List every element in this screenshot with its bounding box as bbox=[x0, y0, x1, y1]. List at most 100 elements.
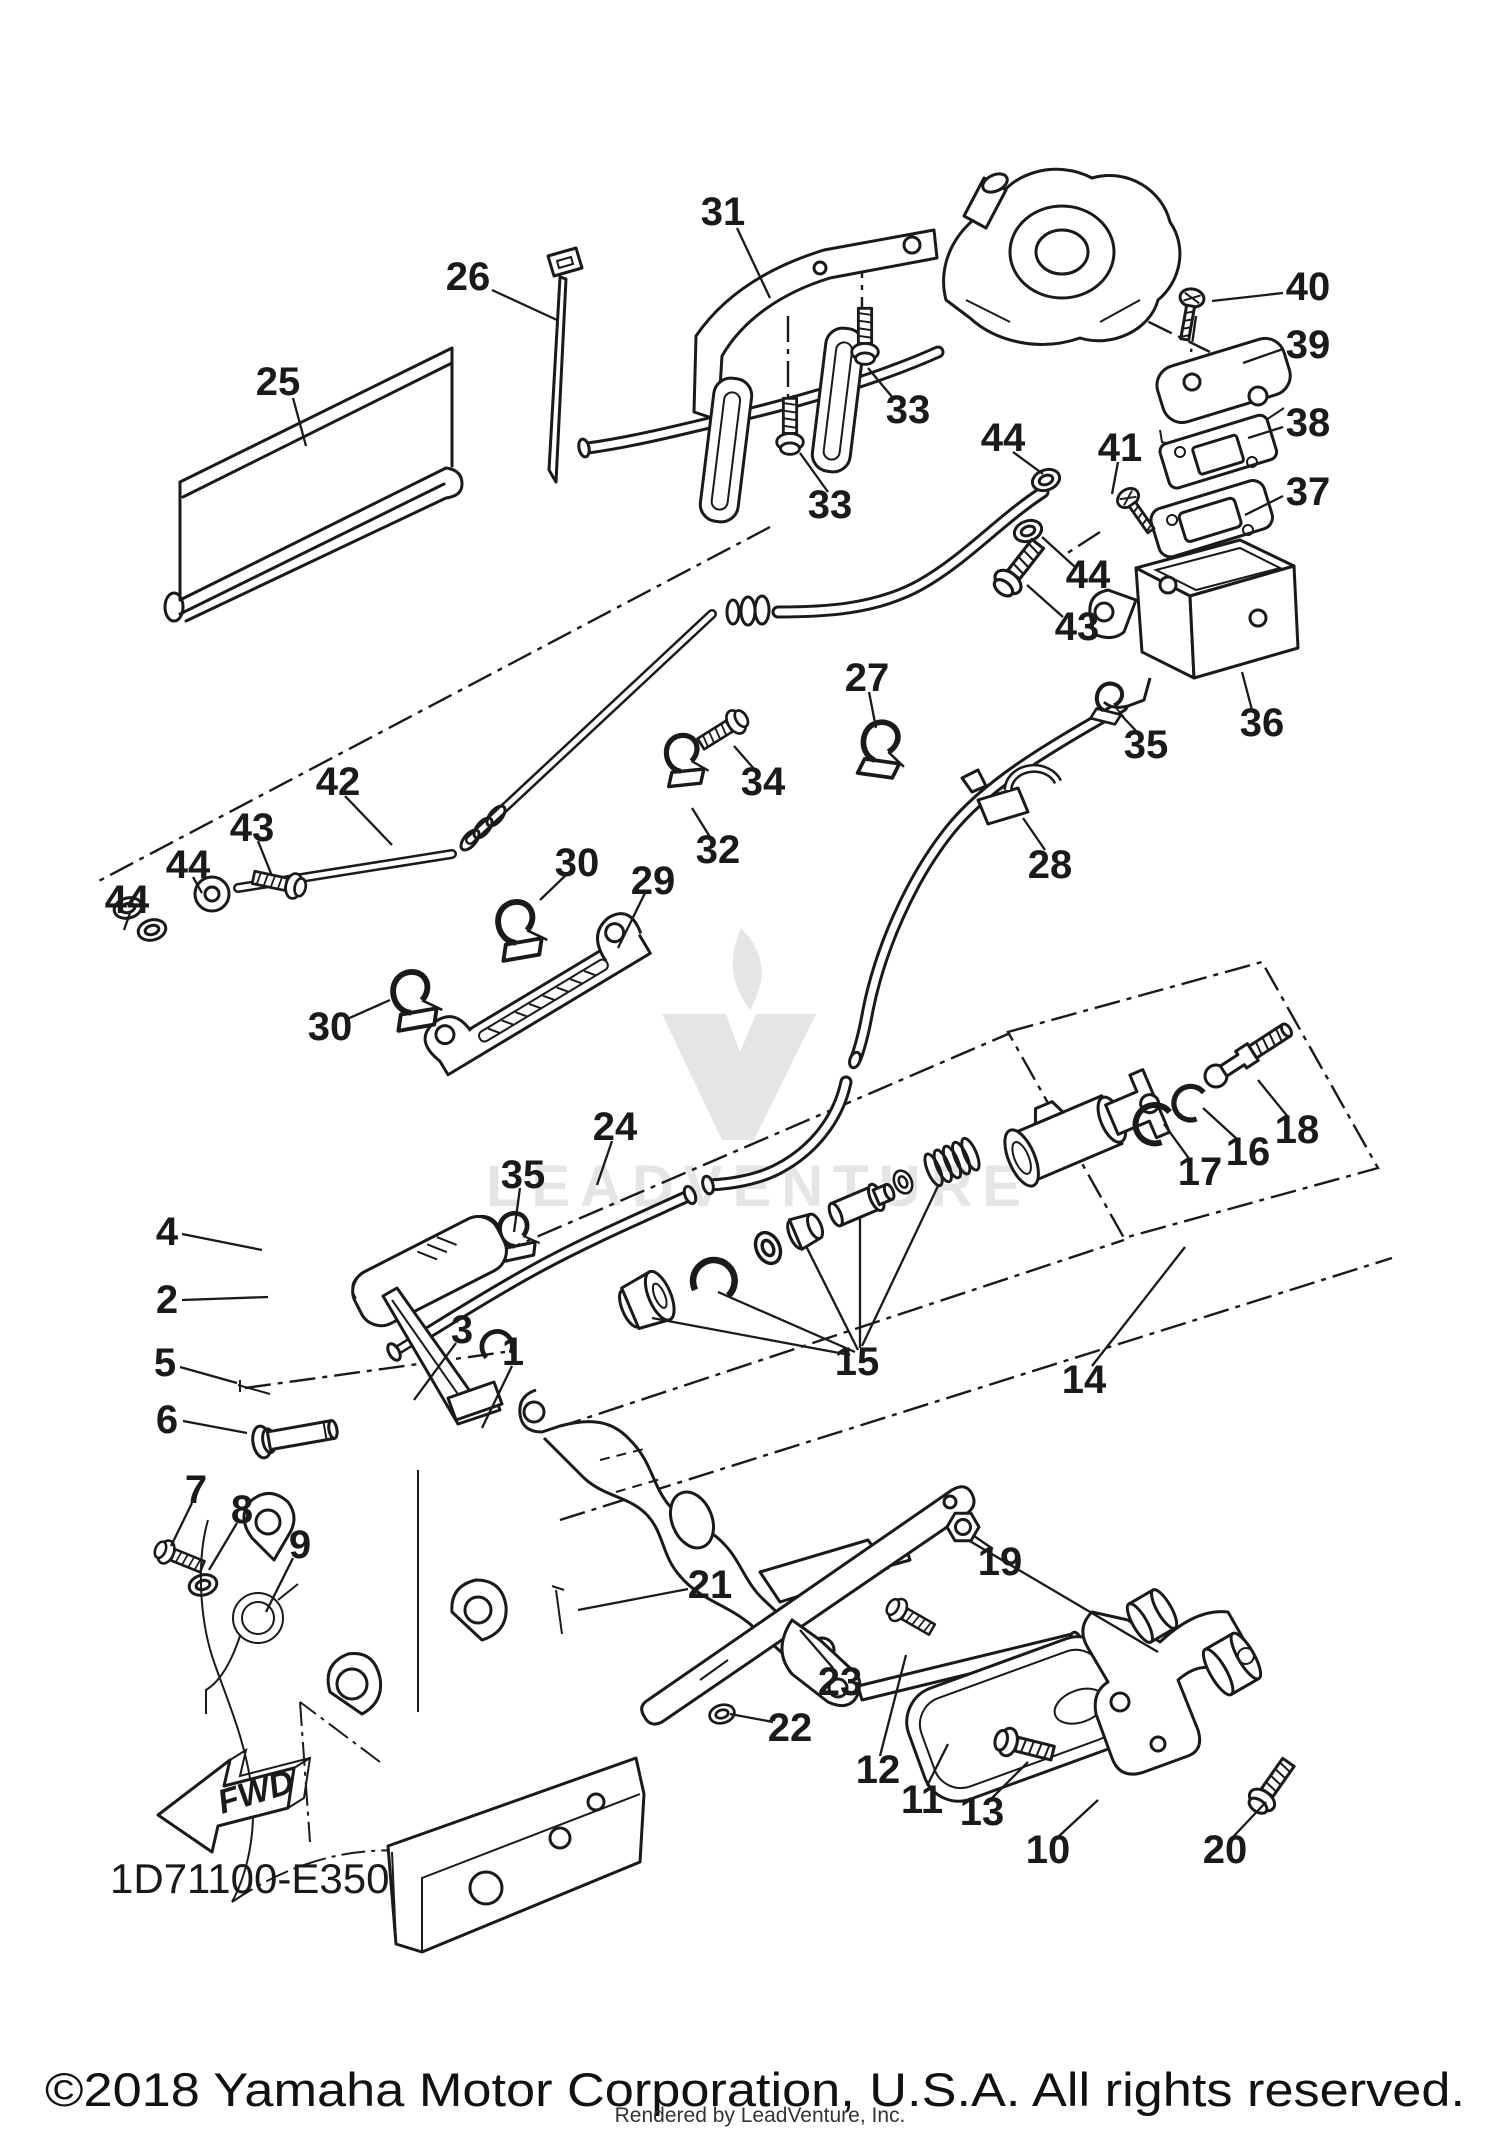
leader-line bbox=[1110, 461, 1120, 495]
leader-line bbox=[208, 1522, 238, 1571]
callout-29-label: 29 bbox=[631, 859, 676, 903]
part-14-master-cylinder-body bbox=[1003, 1068, 1171, 1188]
callout-20-label: 20 bbox=[1203, 1828, 1248, 1872]
leader-line bbox=[595, 1140, 614, 1186]
part-30-clamp bbox=[389, 968, 445, 1031]
frame-bracket bbox=[199, 1492, 646, 1954]
leader-line bbox=[799, 1629, 834, 1669]
callout-33-label: 33 bbox=[808, 483, 853, 527]
callout-14-label: 14 bbox=[1062, 1358, 1107, 1402]
leader-line bbox=[182, 1419, 248, 1435]
callout-11-label: 11 bbox=[901, 1778, 943, 1822]
leader-line bbox=[256, 840, 274, 877]
leader-line bbox=[169, 1502, 194, 1547]
leader-line bbox=[1163, 1123, 1191, 1161]
leader-line bbox=[344, 998, 391, 1022]
callout-35-label: 35 bbox=[501, 1153, 546, 1197]
callout-16-label: 16 bbox=[1226, 1130, 1271, 1174]
part-43-union-bolt bbox=[249, 863, 310, 903]
leader-lines-layer bbox=[122, 227, 1289, 1838]
part-5-pin bbox=[237, 1380, 271, 1395]
part-9-spring bbox=[205, 1583, 299, 1714]
callout-19-label: 19 bbox=[978, 1540, 1023, 1584]
callout-1-label: 1 bbox=[502, 1330, 524, 1374]
part-31-hose-holder bbox=[692, 228, 939, 524]
part-1-pedal-lever bbox=[518, 1388, 912, 1664]
leader-line bbox=[577, 1587, 689, 1612]
part-6-clevis-pin bbox=[251, 1419, 339, 1460]
callout-5-label: 5 bbox=[154, 1341, 176, 1385]
callout-28-label: 28 bbox=[1028, 843, 1073, 887]
part-25-protector-sheet bbox=[163, 346, 464, 623]
callout-17-label: 17 bbox=[1178, 1150, 1223, 1194]
part-28-clamp bbox=[960, 763, 1063, 826]
leader-line bbox=[973, 1535, 994, 1550]
leader-line bbox=[1244, 494, 1284, 517]
leader-line bbox=[735, 227, 772, 299]
callout-33-label: 33 bbox=[886, 388, 931, 432]
callout-4-label: 4 bbox=[156, 1210, 179, 1254]
leader-line bbox=[733, 745, 756, 771]
part-44-washer bbox=[1027, 464, 1065, 496]
callout-21-label: 21 bbox=[688, 1563, 733, 1607]
part-16-clip bbox=[1170, 1083, 1204, 1122]
part-7-bolt bbox=[150, 1535, 208, 1579]
callout-36-label: 36 bbox=[1240, 701, 1285, 745]
leader-line bbox=[1247, 425, 1284, 440]
callout-41-label: 41 bbox=[1098, 426, 1143, 470]
leader-line bbox=[512, 1187, 522, 1233]
part-34-bolt bbox=[692, 703, 754, 756]
callout-8-label: 8 bbox=[231, 1488, 253, 1532]
callout-26-label: 26 bbox=[446, 255, 491, 299]
part-38-diaphragm-plate bbox=[1158, 413, 1279, 490]
leader-line bbox=[181, 1232, 263, 1252]
leader-line bbox=[1022, 817, 1046, 851]
callout-25-label: 25 bbox=[256, 360, 301, 404]
part-29-hose-bracket bbox=[423, 912, 652, 1077]
part-37-diaphragm bbox=[1149, 478, 1274, 559]
callout-39-label: 39 bbox=[1286, 323, 1331, 367]
banjo-eyelet bbox=[193, 875, 231, 913]
leader-line bbox=[1012, 451, 1044, 475]
leader-line bbox=[799, 452, 829, 493]
leader-line bbox=[291, 397, 308, 447]
part-36-reservoir-tank bbox=[1088, 538, 1300, 709]
part-26-cable-tie bbox=[546, 246, 584, 484]
callout-12-label: 12 bbox=[856, 1748, 901, 1792]
leader-line bbox=[867, 367, 894, 399]
leader-line bbox=[1057, 1799, 1099, 1838]
reservoir-hose bbox=[701, 699, 1129, 1196]
part-18-push-rod bbox=[1203, 1022, 1294, 1089]
part-2-pedal-arm bbox=[381, 1286, 504, 1426]
leader-line bbox=[717, 1290, 856, 1354]
leader-line bbox=[264, 1557, 295, 1613]
callout-43-label: 43 bbox=[230, 806, 275, 850]
leader-line bbox=[967, 1539, 1159, 1653]
leader-line bbox=[860, 1185, 940, 1347]
leader-line bbox=[413, 1342, 457, 1401]
leader-line bbox=[804, 1245, 860, 1351]
part-15-cylinder-kit bbox=[618, 1136, 981, 1331]
callout-24-label: 24 bbox=[593, 1105, 638, 1149]
fwd-arrow: FWD bbox=[156, 1747, 312, 1854]
leader-line bbox=[1242, 347, 1284, 365]
callout-32-label: 32 bbox=[696, 828, 741, 872]
callout-43-label: 43 bbox=[1055, 605, 1100, 649]
leader-line bbox=[181, 1295, 269, 1302]
part-21-pin bbox=[551, 1585, 565, 1635]
leader-line bbox=[1202, 1107, 1239, 1141]
part-12-bolt bbox=[881, 1592, 940, 1642]
leader-line bbox=[651, 1316, 851, 1357]
callout-40-label: 40 bbox=[1286, 265, 1331, 309]
leader-line bbox=[878, 1654, 908, 1757]
leader-line bbox=[1091, 1246, 1186, 1367]
leader-line bbox=[480, 1365, 514, 1429]
callout-34-label: 34 bbox=[741, 760, 786, 804]
part-44-washer bbox=[1009, 515, 1047, 547]
leader-line bbox=[616, 892, 647, 949]
leader-line bbox=[344, 795, 393, 846]
callout-3-label: 3 bbox=[451, 1308, 473, 1352]
